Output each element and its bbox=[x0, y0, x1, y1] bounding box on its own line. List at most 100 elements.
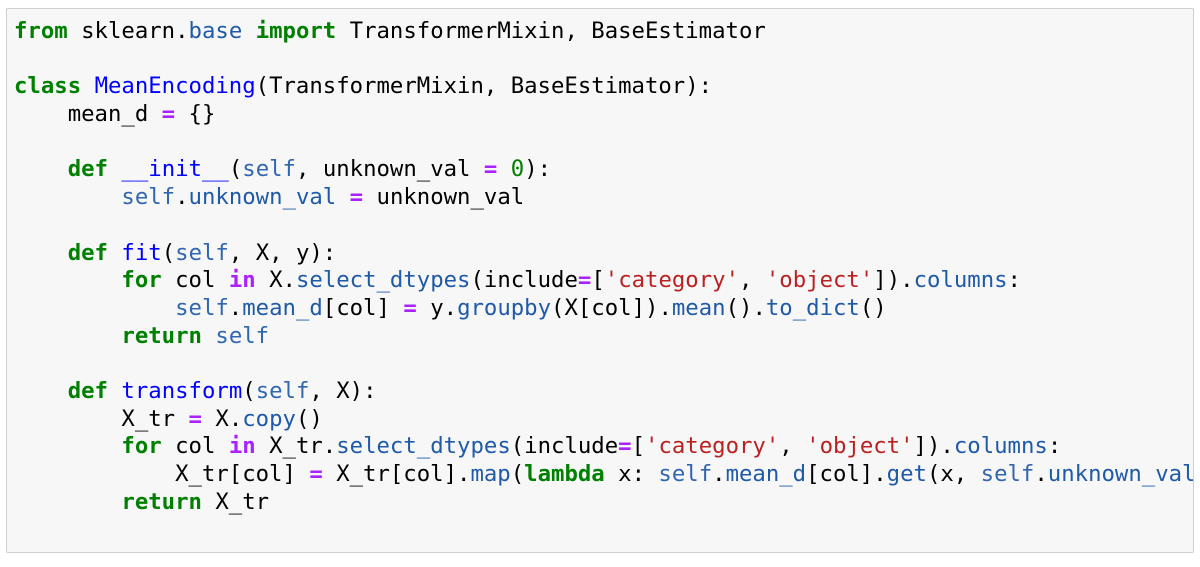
code-token: in bbox=[228, 433, 256, 460]
code-token bbox=[497, 156, 510, 182]
code-token: self bbox=[215, 322, 270, 349]
code-token: y bbox=[416, 294, 444, 321]
code-token bbox=[108, 156, 121, 182]
code-token: self bbox=[255, 377, 310, 404]
code-editor[interactable]: from sklearn.base import TransformerMixi… bbox=[14, 18, 1193, 517]
code-line: mean_d = {} bbox=[14, 101, 1193, 129]
code-token: (X[col]) bbox=[551, 294, 659, 321]
code-token: mean_d bbox=[725, 461, 807, 487]
code-line bbox=[14, 212, 1193, 240]
code-token: (include bbox=[510, 433, 619, 460]
code-token: get bbox=[886, 461, 927, 487]
code-token: ( bbox=[242, 377, 256, 404]
code-token: [col] bbox=[322, 294, 404, 321]
code-token: X_tr bbox=[14, 405, 189, 432]
code-token: in bbox=[228, 267, 256, 294]
code-token: ]) bbox=[913, 433, 941, 460]
code-token: self bbox=[980, 461, 1035, 487]
code-token: select_dtypes bbox=[295, 267, 471, 294]
code-token bbox=[108, 378, 121, 404]
code-line: from sklearn.base import TransformerMixi… bbox=[14, 18, 1193, 46]
code-cell[interactable]: from sklearn.base import TransformerMixi… bbox=[6, 8, 1194, 553]
code-line bbox=[14, 46, 1193, 74]
code-token: sklearn bbox=[67, 18, 176, 44]
code-token: fit bbox=[121, 239, 162, 266]
code-token bbox=[14, 184, 121, 210]
code-token: , X, y): bbox=[228, 239, 337, 266]
code-token: unknown_val bbox=[363, 184, 525, 211]
code-line: def fit(self, X, y): bbox=[14, 239, 1193, 268]
code-line: def __init__(self, unknown_val = 0): bbox=[14, 156, 1193, 184]
code-token: def bbox=[67, 377, 108, 404]
code-token: , X): bbox=[309, 377, 377, 404]
code-token: self bbox=[175, 294, 229, 321]
code-token: mean bbox=[671, 294, 726, 321]
code-line: for col in X_tr.select_dtypes(include=['… bbox=[14, 433, 1193, 461]
code-token: . bbox=[175, 18, 189, 44]
code-token: X_tr[col] bbox=[14, 461, 310, 487]
code-line: class MeanEncoding(TransformerMixin, Bas… bbox=[14, 73, 1193, 101]
code-token: . bbox=[940, 433, 954, 460]
code-token: . bbox=[443, 294, 458, 321]
code-token: base bbox=[188, 18, 243, 44]
code-token: select_dtypes bbox=[336, 433, 511, 460]
code-token: 'category' bbox=[645, 433, 780, 460]
code-token: = bbox=[188, 405, 202, 432]
code-line: return X_tr bbox=[14, 488, 1193, 517]
code-token bbox=[108, 240, 121, 266]
code-token: . bbox=[228, 294, 243, 321]
code-token bbox=[14, 240, 68, 266]
code-token: = bbox=[309, 461, 323, 487]
code-token: (x, bbox=[926, 461, 981, 487]
code-token: for bbox=[121, 433, 162, 460]
code-line: self.mean_d[col] = y.groupby(X[col]).mea… bbox=[14, 294, 1193, 323]
code-token: columns bbox=[913, 267, 1008, 294]
code-token: = bbox=[483, 156, 498, 183]
code-token: self bbox=[658, 461, 713, 487]
code-line bbox=[14, 129, 1193, 157]
code-token: class bbox=[14, 73, 82, 100]
code-token: 'object' bbox=[806, 433, 914, 460]
code-token: {} bbox=[175, 101, 216, 128]
code-token: X_tr[col] bbox=[322, 461, 458, 487]
code-token bbox=[81, 73, 94, 99]
code-token: X_tr bbox=[201, 488, 270, 515]
code-token bbox=[202, 323, 215, 349]
code-token: copy bbox=[242, 405, 296, 432]
code-token: , bbox=[739, 267, 766, 294]
code-token: col bbox=[161, 267, 229, 294]
code-token: 'object' bbox=[765, 267, 874, 294]
code-token: ( bbox=[228, 156, 243, 183]
code-token: map bbox=[470, 461, 511, 487]
code-token: X bbox=[255, 267, 283, 294]
code-token: ( bbox=[510, 461, 525, 487]
code-token: 'category' bbox=[604, 267, 740, 294]
code-token: return bbox=[121, 488, 202, 515]
code-token: def bbox=[67, 156, 108, 183]
code-token: transform bbox=[121, 377, 243, 404]
code-token bbox=[14, 295, 175, 321]
code-token: [ bbox=[631, 433, 646, 460]
code-token: : bbox=[1007, 267, 1021, 294]
code-token: self bbox=[242, 156, 296, 183]
code-token: def bbox=[67, 239, 108, 266]
code-line: X_tr[col] = X_tr[col].map(lambda x: self… bbox=[14, 461, 1193, 489]
code-line: return self bbox=[14, 322, 1193, 351]
code-token: X bbox=[201, 405, 229, 432]
code-token: . bbox=[1034, 461, 1048, 487]
code-token: () bbox=[859, 294, 887, 321]
code-token: mean_d bbox=[14, 101, 162, 128]
code-token: [ bbox=[591, 267, 605, 294]
code-token: [col] bbox=[806, 461, 874, 487]
code-token: ]) bbox=[873, 267, 901, 294]
code-token: : bbox=[1047, 433, 1062, 460]
code-token: . bbox=[457, 461, 471, 487]
code-token: TransformerMixin, BaseEstimator bbox=[336, 18, 766, 44]
code-token: __init__ bbox=[121, 156, 229, 183]
code-token bbox=[14, 323, 121, 349]
code-token: . bbox=[658, 294, 672, 321]
code-token: () bbox=[295, 405, 323, 432]
code-token: ( bbox=[161, 239, 176, 266]
code-token: self bbox=[175, 239, 229, 266]
code-token: MeanEncoding bbox=[94, 73, 256, 100]
